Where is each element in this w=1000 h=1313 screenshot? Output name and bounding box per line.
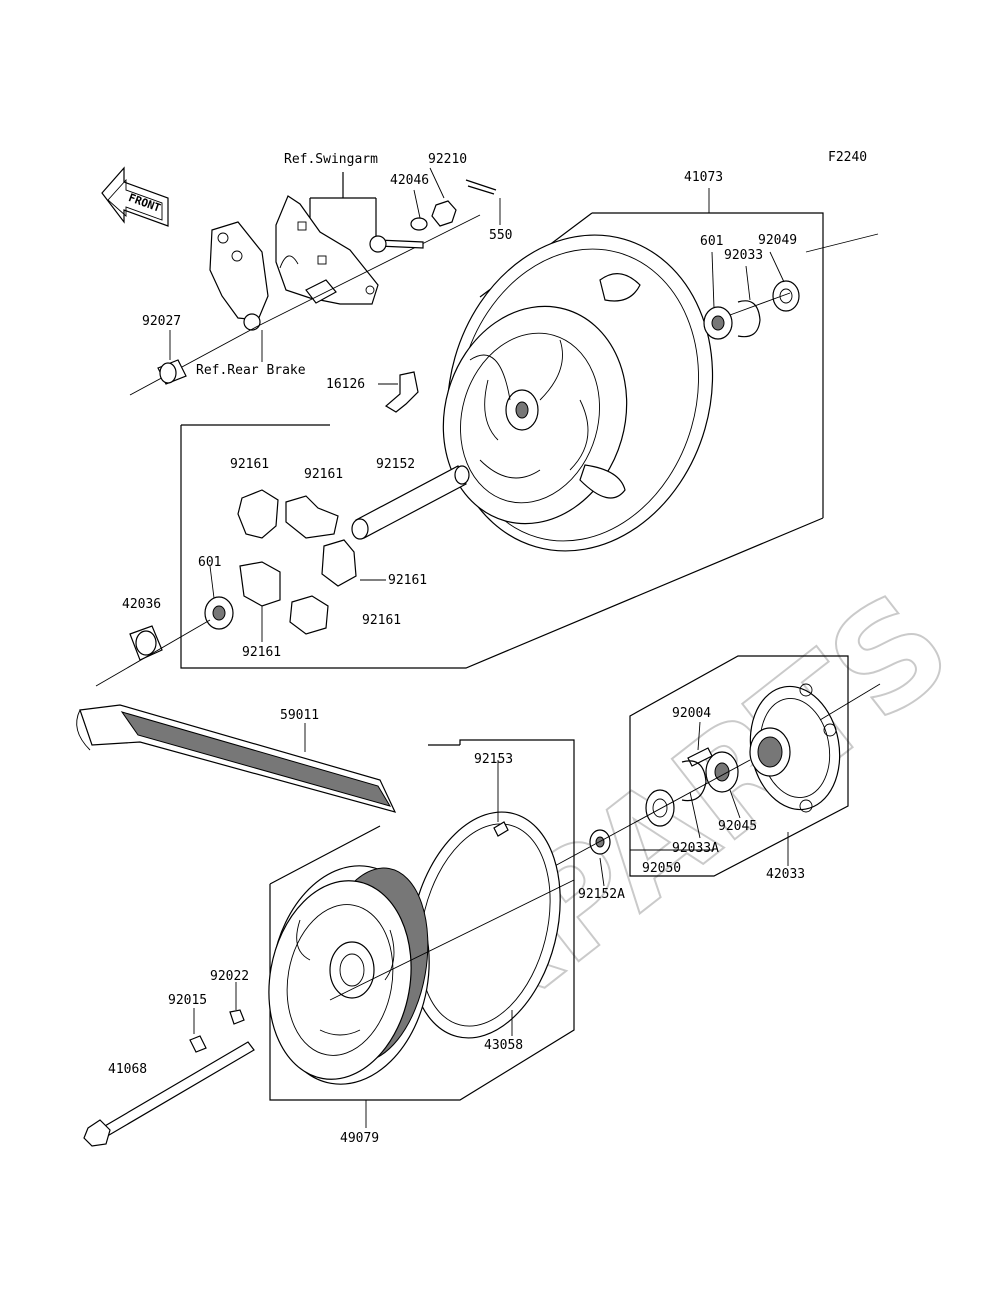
callout-41073: 41073: [684, 170, 723, 185]
callout-92027: 92027: [142, 314, 181, 329]
callout-16126: 16126: [326, 377, 365, 392]
callout-59011: 59011: [280, 708, 319, 723]
callout-42046: 42046: [390, 173, 429, 188]
callout-92161-d: 92161: [362, 613, 401, 628]
callout-92152: 92152: [376, 457, 415, 472]
callout-92004: 92004: [672, 706, 711, 721]
callout-92161-e: 92161: [242, 645, 281, 660]
callout-92022: 92022: [210, 969, 249, 984]
callout-601-top: 601: [700, 234, 723, 249]
callout-92152A: 92152A: [578, 887, 625, 902]
callout-ref-swingarm: Ref.Swingarm: [284, 152, 378, 167]
callout-92161-a: 92161: [230, 457, 269, 472]
callout-49079: 49079: [340, 1131, 379, 1146]
drive-belt: [76, 704, 397, 813]
callout-42036: 42036: [122, 597, 161, 612]
figure-code: F2240: [828, 150, 867, 165]
callout-92045: 92045: [718, 819, 757, 834]
callout-92049: 92049: [758, 233, 797, 248]
callout-92210: 92210: [428, 152, 467, 167]
callout-92153: 92153: [474, 752, 513, 767]
callout-550: 550: [489, 228, 512, 243]
callout-43058: 43058: [484, 1038, 523, 1053]
rear-sprocket: [268, 865, 430, 1085]
callout-92161-c: 92161: [388, 573, 427, 588]
rear-wheel: [442, 234, 714, 552]
callout-92015: 92015: [168, 993, 207, 1008]
front-arrow-icon: FRONT: [101, 166, 169, 227]
callout-42033: 42033: [766, 867, 805, 882]
callout-ref-rear-brake: Ref.Rear Brake: [196, 363, 306, 378]
coupling-hub: [749, 683, 841, 813]
callout-92050: 92050: [642, 861, 681, 876]
callout-92033A: 92033A: [672, 841, 719, 856]
callout-92033: 92033: [724, 248, 763, 263]
callout-601-bottom: 601: [198, 555, 221, 570]
callout-92161-b: 92161: [304, 467, 343, 482]
callout-41068: 41068: [108, 1062, 147, 1077]
